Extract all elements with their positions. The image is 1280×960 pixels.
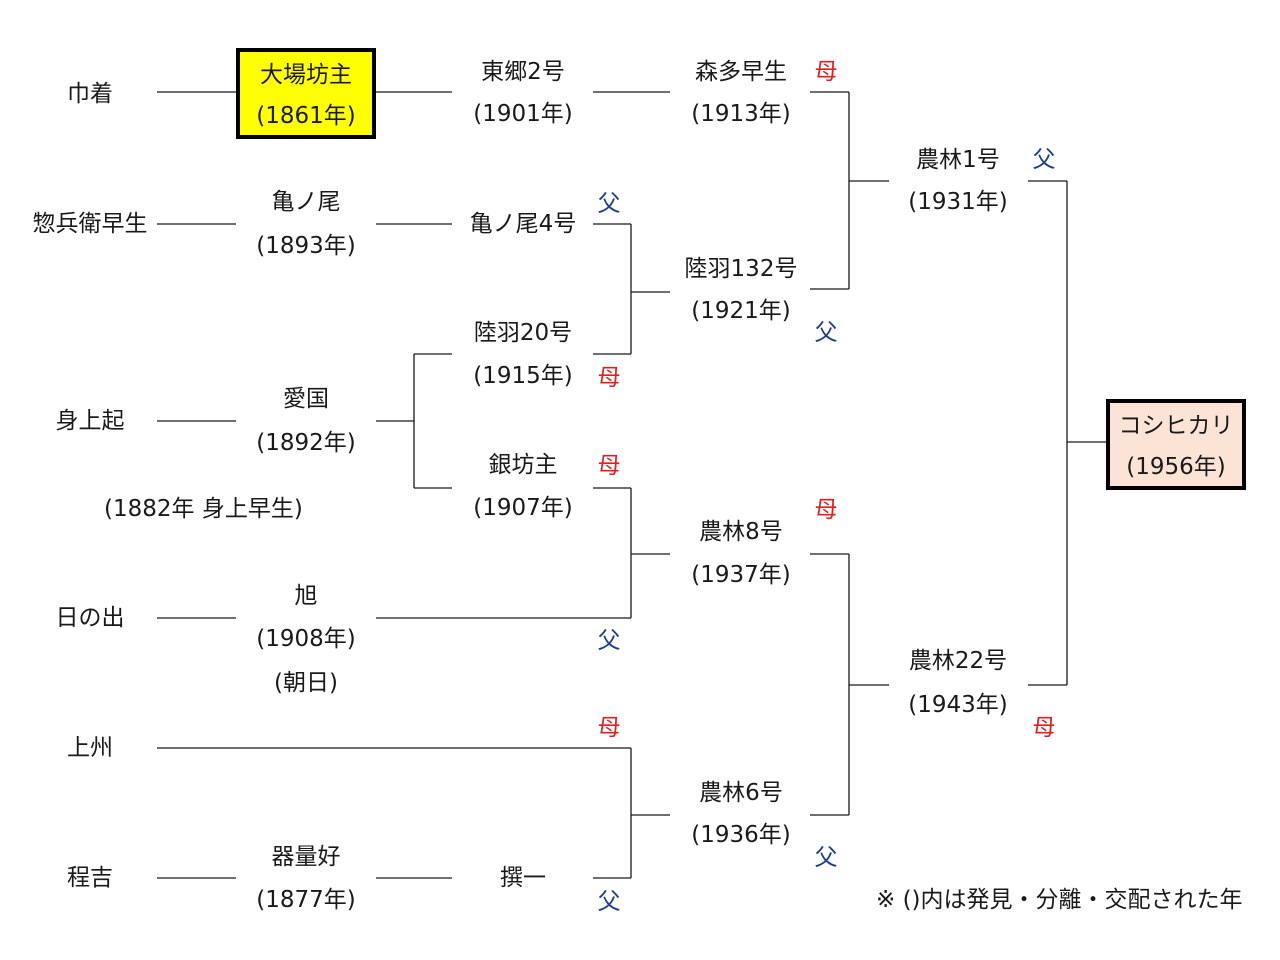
variety-joushu: 上州 <box>67 735 113 761</box>
father-mark-norin6: 父 <box>814 845 838 871</box>
variety-norin1-year: (1931年) <box>908 189 1008 215</box>
oobabozu-highlight-box: 大場坊主 (1861年) <box>236 48 376 139</box>
aikoku-origin-note: (1882年 身上早生) <box>104 496 303 522</box>
variety-norin22-year: (1943年) <box>908 692 1008 718</box>
variety-ginbozu-year: (1907年) <box>473 495 573 521</box>
variety-kameno-year: (1893年) <box>256 233 356 259</box>
variety-rikuu132-name: 陸羽132号 <box>684 256 798 282</box>
variety-norin6-name: 農林6号 <box>699 780 783 806</box>
mother-mark-norin8: 母 <box>814 497 838 523</box>
variety-aikoku-name: 愛国 <box>283 386 329 412</box>
variety-rikuu20-name: 陸羽20号 <box>473 320 573 346</box>
variety-ginbozu-name: 銀坊主 <box>488 452 558 478</box>
father-mark-senichi: 父 <box>597 889 621 915</box>
variety-senichi: 撰一 <box>500 865 546 891</box>
father-mark-norin1: 父 <box>1032 147 1056 173</box>
mother-mark-rikuu20: 母 <box>597 365 621 391</box>
mother-mark-ginbozu: 母 <box>597 453 621 479</box>
variety-hinode: 日の出 <box>55 605 125 631</box>
variety-asahi-name: 旭 <box>294 583 318 609</box>
variety-norin8-year: (1937年) <box>691 562 791 588</box>
variety-oobabozu-name: 大場坊主 <box>260 62 352 88</box>
variety-norin8-name: 農林8号 <box>699 519 783 545</box>
variety-asahi-year: (1908年) <box>256 626 356 652</box>
variety-kameno-name: 亀ノ尾 <box>271 189 341 215</box>
variety-mikami-okoshi: 身上起 <box>55 408 125 434</box>
variety-moritawase-name: 森多早生 <box>695 59 787 85</box>
variety-rikuu132-year: (1921年) <box>691 298 791 324</box>
variety-koshihikari-name: コシヒカリ <box>1118 413 1234 439</box>
variety-rikuu20-year: (1915年) <box>473 363 573 389</box>
variety-hodoyoshi: 程吉 <box>67 865 113 891</box>
variety-kameno4-name: 亀ノ尾4号 <box>469 211 577 237</box>
mother-mark-norin22: 母 <box>1032 715 1056 741</box>
father-mark-rikuu132: 父 <box>814 320 838 346</box>
variety-moritawase-year: (1913年) <box>691 101 791 127</box>
variety-tougou2-year: (1901年) <box>473 101 573 127</box>
variety-kinchaku: 巾着 <box>67 81 113 107</box>
variety-kiryouyoshi-year: (1877年) <box>256 887 356 913</box>
variety-asahi-alias: (朝日) <box>274 670 338 696</box>
variety-oobabozu-year: (1861年) <box>256 103 356 129</box>
father-mark-kameno4: 父 <box>597 191 621 217</box>
variety-kiryouyoshi-name: 器量好 <box>271 844 341 870</box>
variety-norin6-year: (1936年) <box>691 822 791 848</box>
variety-aikoku-year: (1892年) <box>256 430 356 456</box>
variety-tougou2-name: 東郷2号 <box>481 59 565 85</box>
variety-koshihikari-year: (1956年) <box>1126 454 1226 480</box>
father-mark-asahi: 父 <box>597 628 621 654</box>
footnote: ※ ()内は発見・分離・交配された年 <box>876 887 1243 913</box>
mother-mark-joushu: 母 <box>597 715 621 741</box>
variety-norin22-name: 農林22号 <box>908 648 1008 674</box>
koshihikari-highlight-box: コシヒカリ (1956年) <box>1106 399 1246 490</box>
variety-souhei-wase: 惣兵衛早生 <box>32 211 148 237</box>
mother-mark-moritawase: 母 <box>814 59 838 85</box>
variety-norin1-name: 農林1号 <box>916 147 1000 173</box>
